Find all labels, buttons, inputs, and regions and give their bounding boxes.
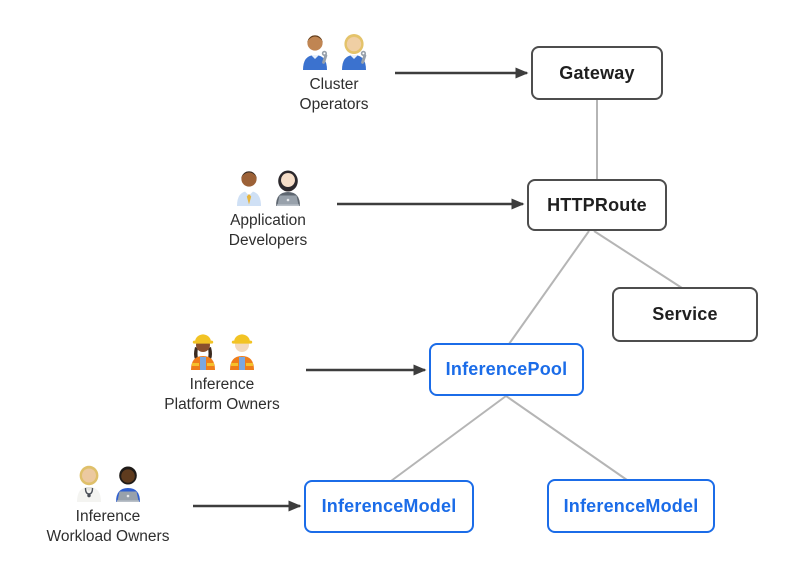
- application-developers-icons: [231, 166, 306, 206]
- cluster-operators-label-line1: Cluster: [309, 76, 359, 93]
- node-inferencemodel-left: InferenceModel: [304, 480, 474, 533]
- node-inferencemodel-left-label: InferenceModel: [321, 496, 457, 516]
- persona-inference-platform-owners: Inference Platform Owners: [127, 330, 317, 415]
- platform-owners-label-line2: Platform Owners: [164, 396, 280, 413]
- workload-owners-icons: [71, 462, 146, 502]
- persona-application-developers: Application Developers: [173, 166, 363, 251]
- man-mechanic-icon: [302, 35, 327, 70]
- connector-inferencepool-inferencemodel-left: [390, 395, 507, 482]
- application-developers-label-line1: Application: [230, 212, 306, 229]
- health-worker-icon: [76, 465, 101, 502]
- man-technologist-icon: [115, 466, 140, 502]
- cluster-operators-icons: [297, 30, 372, 70]
- woman-technologist-icon: [275, 170, 300, 206]
- node-gateway-label: Gateway: [559, 62, 635, 83]
- woman-mechanic-icon: [341, 34, 366, 70]
- platform-owners-icons: [185, 330, 260, 370]
- node-service-label: Service: [652, 304, 718, 324]
- connector-httproute-service: [593, 230, 683, 289]
- connector-httproute-inferencepool: [508, 230, 590, 345]
- connector-inferencepool-inferencemodel-right: [505, 395, 628, 481]
- node-inferencemodel-right-label: InferenceModel: [563, 495, 699, 516]
- persona-inference-workload-owners: Inference Workload Owners: [13, 462, 203, 547]
- application-developers-label-line2: Developers: [228, 232, 308, 249]
- node-inferencepool: InferencePool: [429, 343, 584, 396]
- platform-owners-label-line1: Inference: [189, 376, 255, 393]
- node-gateway: Gateway: [531, 46, 663, 100]
- man-office-worker-icon: [236, 171, 261, 206]
- node-httproute-label: HTTPRoute: [547, 194, 647, 215]
- node-inferencepool-label: InferencePool: [445, 359, 568, 379]
- node-inferencemodel-right: InferenceModel: [547, 479, 715, 533]
- man-construction-worker-icon: [229, 334, 254, 370]
- woman-construction-worker-icon: [190, 334, 215, 370]
- workload-owners-label-line2: Workload Owners: [46, 528, 170, 545]
- node-service: Service: [612, 287, 758, 342]
- node-httproute: HTTPRoute: [527, 179, 667, 231]
- workload-owners-label-line1: Inference: [75, 508, 141, 525]
- cluster-operators-label-line2: Operators: [299, 96, 369, 113]
- persona-cluster-operators: Cluster Operators: [239, 30, 429, 115]
